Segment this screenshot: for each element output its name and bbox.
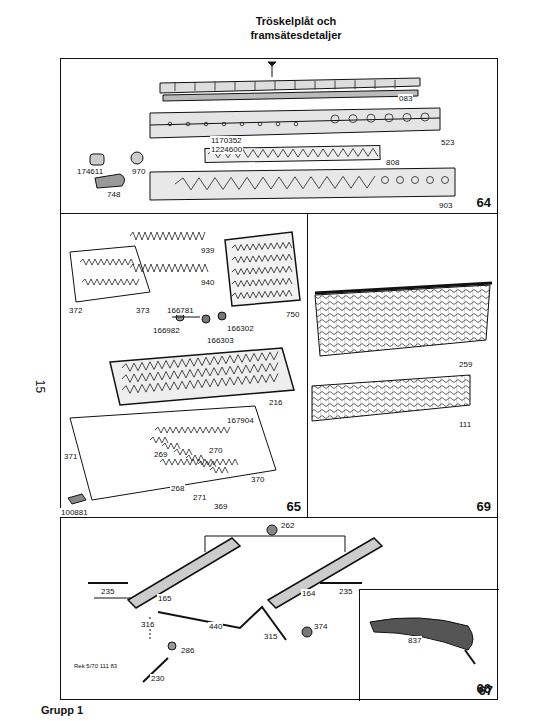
spring-wire: [232, 290, 292, 299]
callout-number: 174611: [76, 167, 104, 176]
callout-number: 369: [213, 502, 228, 511]
callout-number: 373: [135, 306, 150, 315]
callout-number: 235: [338, 587, 353, 596]
callout-number: 268: [170, 484, 185, 493]
callout-number: 259: [458, 360, 473, 369]
hole: [349, 115, 357, 123]
spring-wire: [232, 242, 292, 251]
spring-wire: [82, 279, 139, 285]
callout-number: 271: [192, 493, 207, 502]
hole: [276, 122, 280, 126]
hole: [442, 177, 449, 184]
callout-number: 748: [106, 190, 121, 199]
callout-number: 166302: [226, 324, 255, 333]
hole: [240, 122, 244, 126]
callout-number: 315: [263, 632, 278, 641]
callout-number: 166982: [152, 326, 181, 335]
callout-number: 111: [458, 420, 472, 429]
callout-number: 083: [398, 94, 413, 103]
callout-number: 230: [150, 674, 165, 683]
callout-number: 372: [68, 306, 83, 315]
spring-wire: [160, 459, 238, 465]
spring-wire: [122, 363, 278, 383]
figure-number: 67: [479, 683, 493, 698]
callout-number: 837: [407, 636, 422, 645]
spring-wire: [155, 427, 230, 433]
hole: [294, 122, 298, 126]
callout-number: 1224600: [210, 145, 243, 154]
callout-number: 1170352: [210, 136, 243, 145]
callout-number: 808: [385, 158, 400, 167]
callout-number: 270: [208, 446, 223, 455]
hole: [204, 122, 208, 126]
figure-number: 64: [477, 195, 491, 210]
spring-wire: [232, 266, 292, 275]
spring-wire: [186, 455, 204, 461]
callout-number: 286: [180, 646, 195, 655]
print-note: Rek 5/70 111 83: [73, 662, 118, 671]
spring-wire: [122, 352, 278, 372]
spring-wire: [175, 176, 375, 190]
spring-wire: [80, 259, 134, 265]
hole: [222, 122, 226, 126]
figure-number: 69: [477, 499, 491, 514]
callout-number: 235: [100, 587, 115, 596]
hole: [168, 122, 172, 126]
figure-panel: 67: [359, 589, 499, 701]
callout-number: 970: [131, 167, 146, 176]
hole: [412, 177, 419, 184]
spring-wire: [210, 467, 228, 473]
hole: [397, 177, 404, 184]
spring-wire: [232, 254, 292, 263]
callout-number: 370: [250, 475, 265, 484]
spring-wire: [122, 374, 278, 394]
hole: [427, 177, 434, 184]
group-label: Grupp 1: [40, 704, 84, 717]
callout-number: 164: [301, 589, 316, 598]
spring-wire: [162, 443, 180, 449]
page-title: Tröskelplåt och framsätesdetaljer: [216, 14, 376, 42]
spring-wire: [174, 449, 192, 455]
page-number: 15: [33, 379, 46, 394]
spring-wire: [150, 437, 168, 443]
callout-number: 166781: [166, 306, 195, 315]
hole: [403, 113, 411, 121]
callout-number: 166303: [206, 336, 235, 345]
callout-number: 939: [200, 246, 215, 255]
hole: [421, 113, 429, 121]
spring-wire: [130, 232, 205, 240]
hole: [258, 122, 262, 126]
hole: [382, 177, 389, 184]
callout-number: 216: [268, 398, 283, 407]
callout-number: 440: [208, 622, 223, 631]
hole: [367, 114, 375, 122]
hole: [385, 114, 393, 122]
callout-number: 269: [153, 450, 168, 459]
hole: [331, 115, 339, 123]
callout-number: 374: [313, 622, 328, 631]
callout-number: 750: [285, 310, 300, 319]
figure-number: 65: [287, 499, 301, 514]
figure-panel: 65: [60, 213, 308, 518]
callout-number: 903: [438, 201, 453, 210]
callout-number: 523: [440, 138, 455, 147]
callout-number: 371: [63, 452, 78, 461]
spring-wire: [130, 264, 208, 272]
figure-panel: 64: [60, 58, 498, 214]
callout-number: 262: [280, 521, 295, 530]
hole: [186, 122, 190, 126]
callout-number: 316: [140, 620, 155, 629]
callout-number: 167904: [226, 416, 255, 425]
callout-number: 165: [157, 594, 172, 603]
callout-number: 100881: [60, 508, 89, 517]
figure-panel: 6667: [60, 517, 498, 700]
callout-number: 940: [200, 278, 215, 287]
spring-wire: [232, 278, 292, 287]
